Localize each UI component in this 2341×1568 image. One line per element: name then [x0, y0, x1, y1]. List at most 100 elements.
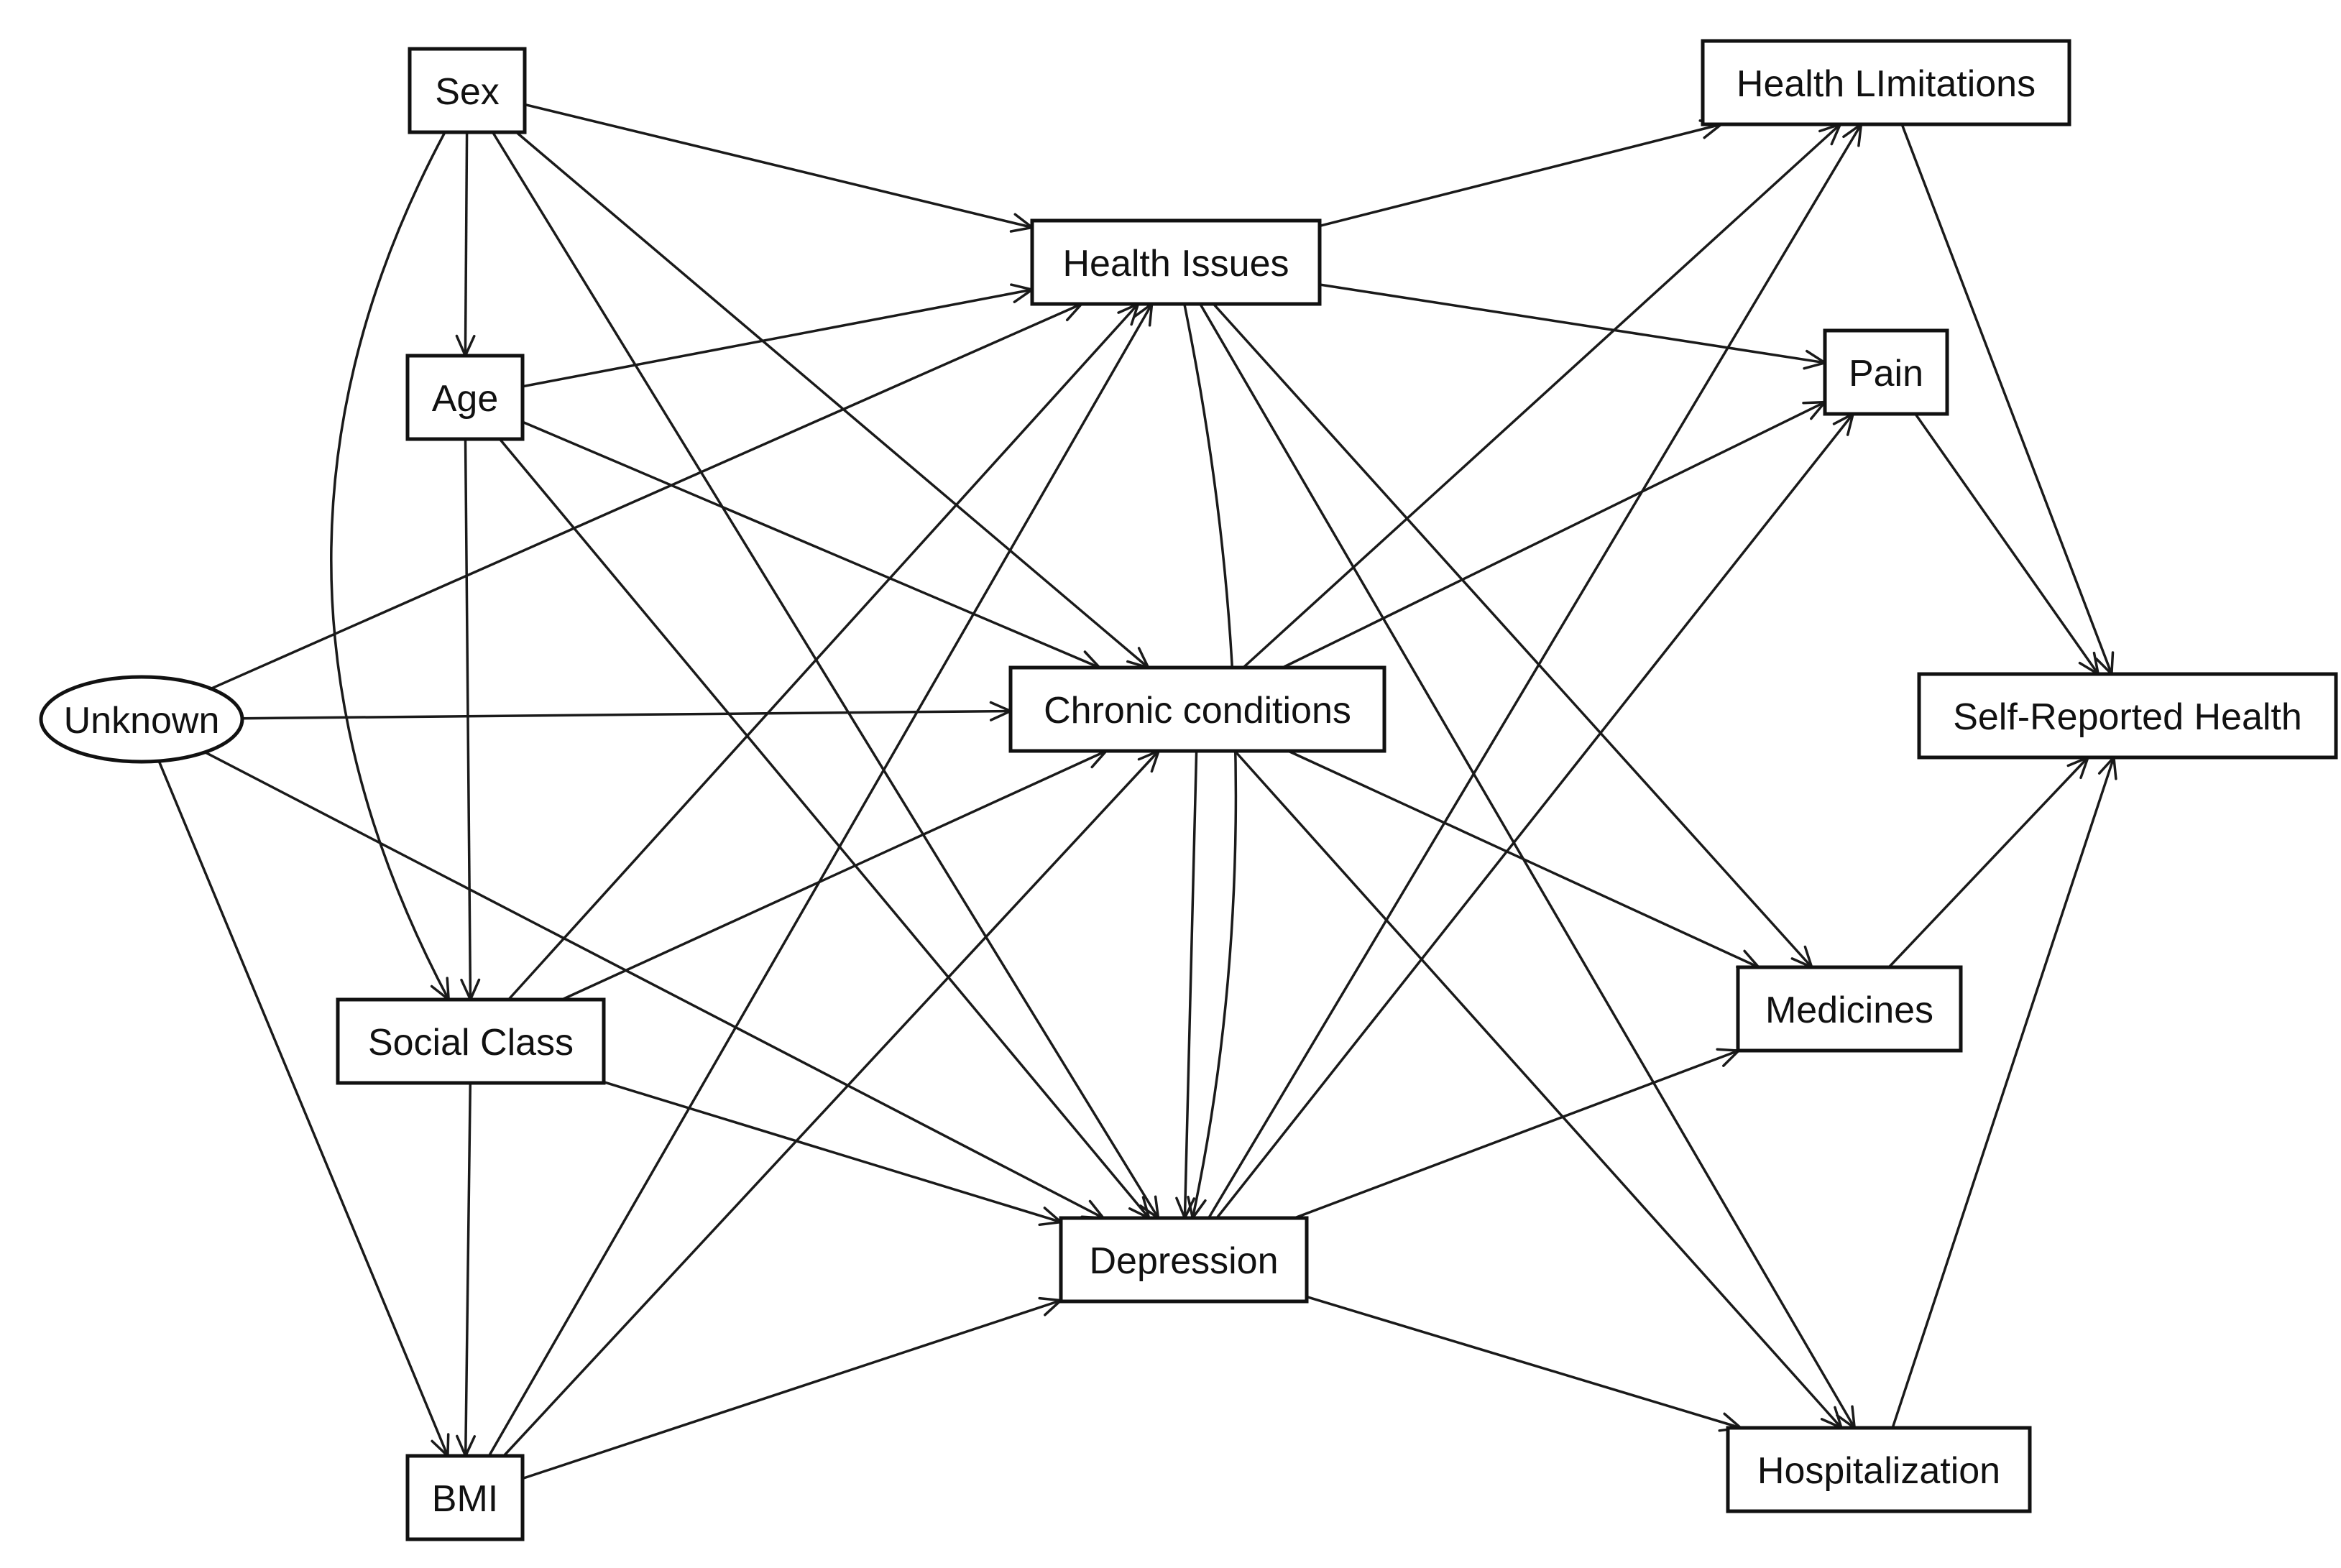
node-self-reported-label: Self-Reported Health: [1953, 696, 2302, 738]
edge-chronic-to-medicines-line: [1287, 750, 1760, 969]
node-medicines-label: Medicines: [1765, 990, 1933, 1031]
edge-unknown-to-chronic-line: [242, 709, 1011, 720]
node-age-label: Age: [432, 378, 499, 420]
edge-medicines-to-self-reported-line: [1887, 756, 2089, 969]
edge-age-to-depression: [498, 438, 1151, 1221]
edge-age-to-health-issues-line: [522, 288, 1033, 388]
node-health-limitations: Health LImitations: [1701, 39, 2071, 126]
edge-unknown-to-health-issues-line: [210, 303, 1082, 690]
edge-sex-to-chronic-line: [515, 131, 1149, 669]
edge-chronic-to-health-limitations-line: [1242, 123, 1841, 669]
node-health-issues-label: Health Issues: [1062, 243, 1289, 285]
edge-health-issues-to-pain-line: [1319, 283, 1826, 364]
edge-health-issues-to-health-limitations-line: [1319, 123, 1722, 228]
node-self-reported-shape: [1917, 672, 2338, 760]
node-sex-label: Sex: [435, 71, 500, 113]
edge-depression-to-pain: [1215, 411, 1855, 1219]
node-unknown-shape: [39, 675, 244, 764]
edge-social-class-to-chronic: [561, 750, 1110, 1001]
edge-depression-to-hospitalization: [1306, 1295, 1744, 1432]
edge-depression-to-health-limitations-arrowhead: [1842, 121, 1863, 147]
node-social-class-label: Social Class: [368, 1022, 574, 1064]
node-unknown-label: Unknown: [64, 700, 220, 742]
edge-age-to-chronic-line: [522, 420, 1100, 669]
edge-depression-to-health-limitations-line: [1208, 124, 1862, 1219]
edge-age-to-social-class-line: [464, 438, 472, 1000]
edge-sex-to-age-line: [464, 132, 469, 356]
edge-age-to-depression-line: [498, 438, 1151, 1219]
edge-depression-to-hospitalization-line: [1306, 1295, 1742, 1429]
node-health-limitations-label: Health LImitations: [1737, 63, 2036, 105]
edge-health-issues-to-health-limitations: [1319, 119, 1724, 228]
node-age-shape: [405, 354, 525, 441]
node-unknown: Unknown: [39, 675, 244, 764]
edge-pain-to-self-reported: [1914, 412, 2100, 677]
node-medicines-shape: [1736, 965, 1963, 1053]
node-chronic-shape: [1008, 665, 1386, 753]
node-health-limitations-shape: [1701, 39, 2071, 126]
node-bmi-label: BMI: [432, 1478, 498, 1520]
edge-chronic-to-hospitalization-line: [1233, 750, 1843, 1429]
edge-sex-to-depression-line: [492, 132, 1159, 1219]
node-hospitalization: Hospitalization: [1726, 1426, 2032, 1513]
node-social-class-shape: [336, 997, 606, 1085]
edge-social-class-to-bmi: [456, 1082, 477, 1459]
node-sex: Sex: [408, 47, 527, 134]
edge-sex-to-health-issues-line: [524, 103, 1033, 229]
edge-unknown-to-bmi: [157, 760, 450, 1459]
edge-chronic-to-medicines: [1287, 750, 1762, 969]
edge-chronic-to-depression-line: [1183, 750, 1198, 1219]
edge-unknown-to-chronic: [242, 701, 1014, 721]
node-hospitalization-shape: [1726, 1426, 2032, 1513]
node-chronic-label: Chronic conditions: [1044, 690, 1351, 732]
node-social-class: Social Class: [336, 997, 606, 1085]
edge-unknown-to-depression: [204, 751, 1107, 1219]
node-self-reported: Self-Reported Health: [1917, 672, 2338, 760]
edge-depression-to-medicines-line: [1294, 1049, 1739, 1219]
edge-health-limitations-to-self-reported-line: [1900, 124, 2113, 675]
node-age: Age: [405, 354, 525, 441]
edge-hospitalization-to-self-reported-line: [1891, 757, 2115, 1429]
node-pain-shape: [1823, 328, 1949, 416]
edge-social-class-to-health-issues: [507, 301, 1141, 1001]
edge-age-to-health-issues: [522, 283, 1036, 388]
edge-sex-to-social-class-line: [330, 132, 450, 1000]
node-depression: Depression: [1059, 1216, 1309, 1304]
edge-social-class-to-bmi-line: [464, 1082, 472, 1457]
node-bmi: BMI: [405, 1454, 525, 1541]
node-sex-shape: [408, 47, 527, 134]
edge-chronic-to-depression: [1175, 750, 1198, 1222]
node-health-issues: Health Issues: [1030, 218, 1322, 306]
edge-pain-to-self-reported-line: [1914, 412, 2099, 675]
node-health-issues-shape: [1030, 218, 1322, 306]
node-chronic: Chronic conditions: [1008, 665, 1386, 753]
node-pain: Pain: [1823, 328, 1949, 416]
edge-health-issues-to-hospitalization-line: [1199, 303, 1856, 1429]
edge-bmi-to-health-issues-line: [487, 303, 1154, 1457]
edge-health-issues-to-depression: [1183, 303, 1238, 1222]
edge-social-class-to-health-issues-line: [507, 303, 1139, 1001]
edge-unknown-to-health-issues: [210, 303, 1085, 690]
edge-sex-to-age: [455, 132, 476, 359]
edge-chronic-to-health-limitations: [1242, 122, 1843, 669]
edge-bmi-to-depression: [522, 1296, 1064, 1480]
edge-sex-to-health-issues: [524, 103, 1036, 233]
node-pain-label: Pain: [1849, 353, 1923, 395]
edge-health-issues-to-medicines-line: [1213, 303, 1813, 969]
node-medicines: Medicines: [1736, 965, 1963, 1053]
edge-health-issues-to-pain: [1319, 283, 1829, 370]
edge-chronic-to-hospitalization: [1233, 750, 1844, 1431]
edge-unknown-to-bmi-line: [157, 760, 449, 1457]
edge-depression-to-pain-line: [1215, 412, 1854, 1219]
edge-sex-to-chronic: [515, 131, 1151, 670]
edge-bmi-to-chronic-line: [502, 750, 1160, 1457]
edge-social-class-to-chronic-line: [561, 750, 1107, 1001]
node-depression-label: Depression: [1089, 1240, 1278, 1282]
edge-bmi-to-health-issues: [487, 301, 1154, 1457]
edge-hospitalization-to-self-reported: [1891, 754, 2117, 1429]
node-depression-shape: [1059, 1216, 1309, 1304]
edge-bmi-to-chronic: [502, 748, 1162, 1457]
edge-chronic-to-pain-line: [1282, 401, 1826, 669]
